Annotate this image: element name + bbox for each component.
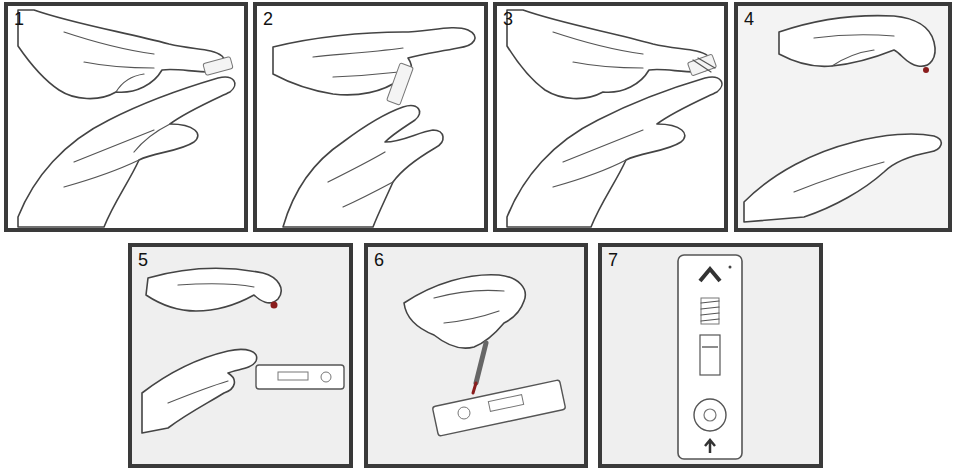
step-panel: 3 (493, 2, 728, 232)
step-panel: 7 (598, 243, 823, 468)
step-number: 3 (503, 9, 513, 29)
step-number: 2 (263, 9, 273, 29)
step-number: 5 (138, 250, 148, 270)
step-number: 1 (14, 9, 24, 29)
step-number: 7 (608, 250, 618, 270)
step-panel: 1 (4, 2, 248, 232)
step-number: 4 (744, 9, 754, 29)
step-number: 6 (374, 250, 384, 270)
step-panel: 6 (364, 243, 588, 468)
step-panel: 4 (734, 2, 952, 232)
step-panel: 5 (128, 243, 353, 468)
step-panel: 2 (253, 2, 488, 232)
